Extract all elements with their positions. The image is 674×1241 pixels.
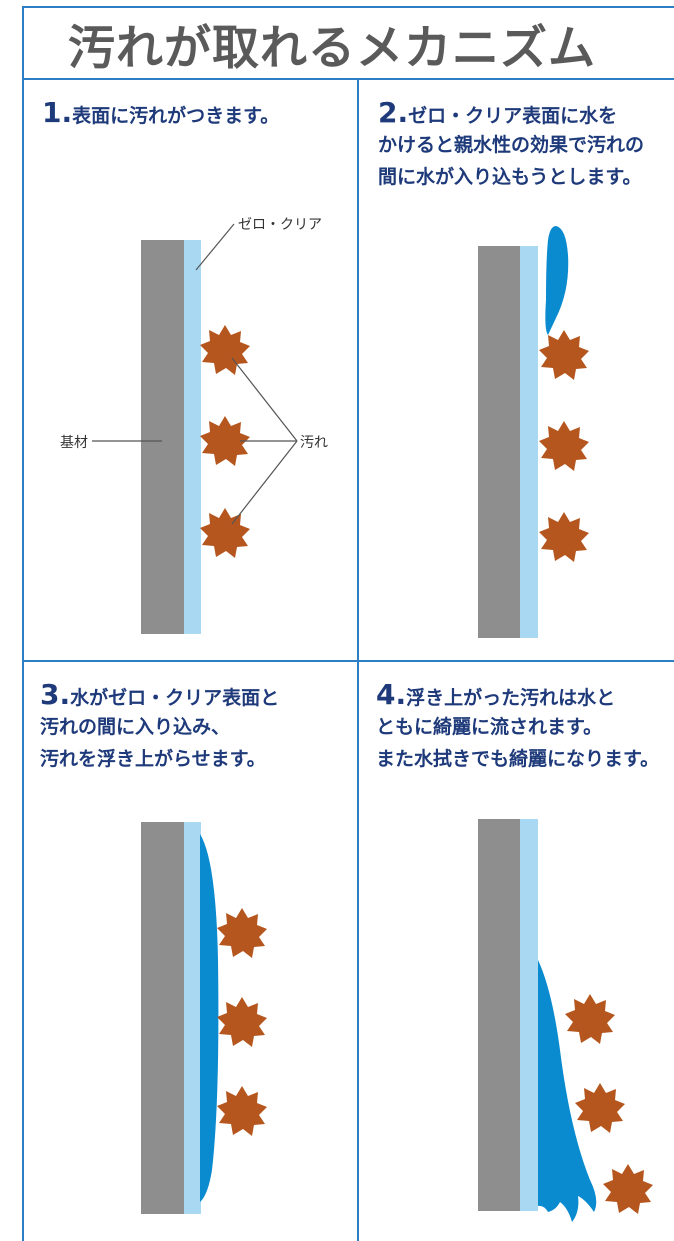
divider-left	[22, 6, 24, 1241]
page-title: 汚れが取れるメカニズム	[68, 20, 596, 76]
dirt-particle	[539, 512, 589, 562]
dirt-particle	[603, 1164, 653, 1214]
panel-2-line-2: かけると親水性の効果で汚れの	[378, 134, 645, 156]
base-material	[141, 822, 184, 1214]
panel-1-line-1: 表面に汚れがつきます。	[72, 105, 280, 127]
zero-clear-coating	[520, 819, 538, 1211]
panel-3-number: 3.	[40, 678, 71, 711]
divider-center	[357, 78, 359, 1241]
panel-4-line-3: また水拭きでも綺麗になります。	[376, 748, 660, 770]
panel-4-line-1: 浮き上がった汚れは水と	[406, 687, 616, 709]
zero-clear-coating	[184, 822, 201, 1214]
panel-4-line-2: ともに綺麗に流されます。	[376, 716, 603, 738]
base-material	[478, 246, 520, 638]
panel-1-heading: 1.表面に汚れがつきます。	[42, 96, 279, 129]
dirt-particle	[217, 908, 267, 958]
dirt-particle	[200, 508, 250, 558]
zero-clear-coating	[520, 246, 538, 638]
panel-2-line-3: 間に水が入り込もうとします。	[378, 166, 642, 188]
panel-4-heading: 4.浮き上がった汚れは水と ともに綺麗に流されます。 また水拭きでも綺麗になりま…	[376, 678, 659, 775]
panel-4-illustration	[478, 819, 653, 1222]
panel-3-line-2: 汚れの間に入り込み、	[40, 716, 231, 738]
panel-4-number: 4.	[376, 678, 407, 711]
water-layer	[200, 834, 219, 1202]
base-material	[478, 819, 520, 1211]
divider-top	[22, 78, 674, 80]
panel-2-illustration	[478, 226, 589, 638]
label-coating: ゼロ・クリア	[238, 217, 322, 233]
leader-line-dirt	[231, 357, 298, 442]
panel-1-illustration	[92, 223, 298, 634]
label-dirt: 汚れ	[300, 435, 328, 451]
panel-3-illustration	[141, 822, 267, 1214]
dirt-particle	[539, 421, 589, 471]
dirt-particle	[575, 1083, 625, 1133]
dirt-particle	[565, 994, 615, 1044]
leader-line-coating	[195, 223, 235, 271]
water-stream	[545, 226, 569, 335]
dirt-particle	[217, 1086, 267, 1136]
dirt-particle	[217, 997, 267, 1047]
panel-3-line-3: 汚れを浮き上がらせます。	[40, 748, 266, 770]
panel-1-number: 1.	[42, 96, 73, 129]
leader-line-dirt	[231, 440, 298, 525]
dirt-particle	[200, 325, 250, 375]
base-material	[141, 240, 184, 634]
panel-2-heading: 2.ゼロ・クリア表面に水を かけると親水性の効果で汚れの 間に水が入り込もうとし…	[378, 96, 644, 193]
dirt-particle	[539, 330, 589, 380]
panel-3-heading: 3.水がゼロ・クリア表面と 汚れの間に入り込み、 汚れを浮き上がらせます。	[40, 678, 279, 775]
panel-3-line-1: 水がゼロ・クリア表面と	[70, 687, 280, 709]
zero-clear-coating	[184, 240, 201, 634]
divider-middle	[22, 660, 674, 662]
label-base: 基材	[60, 435, 88, 451]
panel-2-line-1: ゼロ・クリア表面に水を	[408, 105, 618, 127]
water-flow	[538, 960, 597, 1222]
panel-2-number: 2.	[378, 96, 409, 129]
